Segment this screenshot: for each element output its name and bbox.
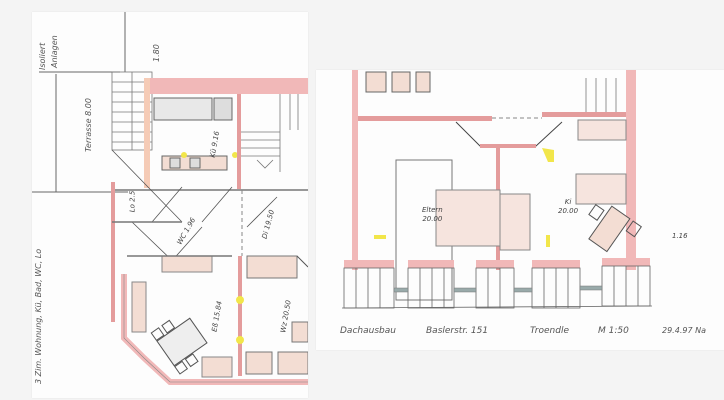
caption-address: Baslerstr. 151 (426, 326, 489, 336)
room-loggia: Lo 2.5 (128, 190, 137, 213)
note-label-line2: Anlagen (50, 35, 59, 68)
terrace-label: Terrasse 8.00 (84, 98, 93, 152)
left-floor-plan-drawing (32, 12, 308, 385)
dimension-label-right: 1.16 (672, 232, 688, 240)
note-label-line1: Isoliert (38, 42, 47, 70)
left-plan-sheet: 3 Zim. Wohnung, Kü, Bad, WC, Lo Isoliert… (32, 12, 308, 398)
right-floor-plan-drawing (341, 70, 653, 309)
apartment-description-label: 3 Zim. Wohnung, Kü, Bad, WC, Lo (34, 248, 43, 384)
caption-date: 29.4.97 Na (662, 326, 706, 335)
caption-scale: M 1:50 (598, 326, 629, 336)
caption-title: Dachausbau (340, 326, 396, 336)
dimension-label-top: 1.80 (152, 44, 161, 62)
caption-owner: Troendle (530, 326, 569, 336)
